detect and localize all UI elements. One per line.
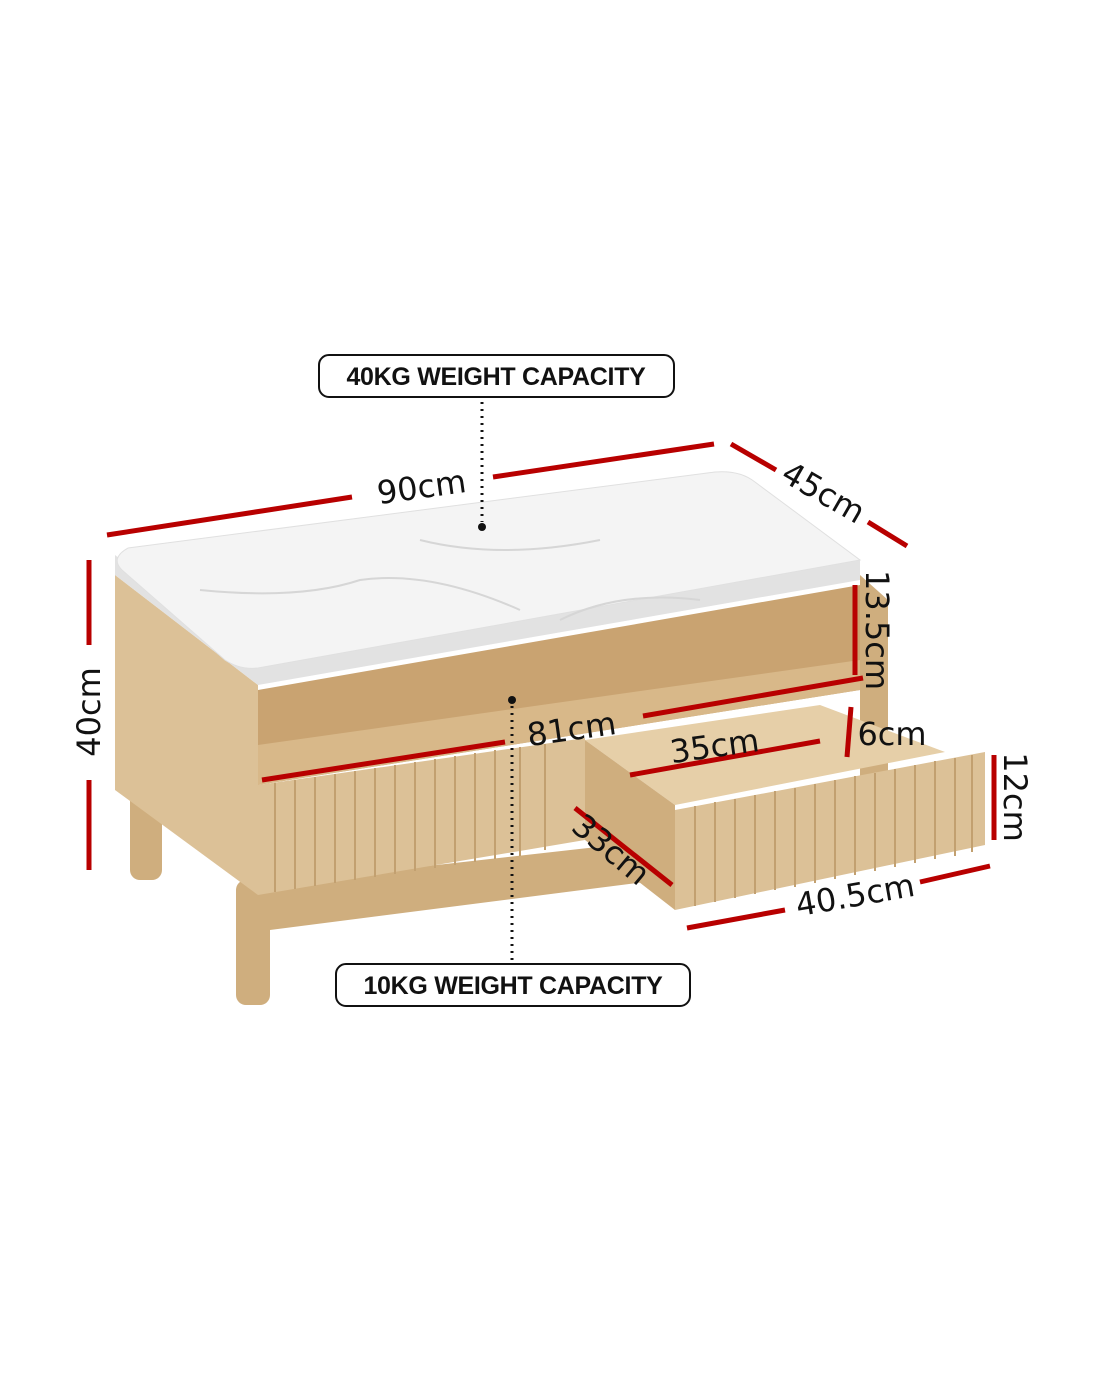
svg-text:12cm: 12cm xyxy=(996,752,1034,841)
drawer-capacity-label: 10KG WEIGHT CAPACITY xyxy=(363,972,663,1000)
base-rail xyxy=(258,840,660,930)
svg-text:40cm: 40cm xyxy=(70,667,108,756)
top-capacity-label: 40KG WEIGHT CAPACITY xyxy=(346,363,646,391)
coffee-table-illustration xyxy=(115,471,985,1005)
dimension-shelf-height: 13.5cm xyxy=(852,570,896,690)
dimension-drawer-inner-height: 6cm xyxy=(844,706,927,758)
drawer-front-open xyxy=(675,752,985,910)
dimension-height: 40cm xyxy=(70,560,108,870)
side-panel xyxy=(115,575,258,895)
drawer-interior xyxy=(585,705,945,805)
dimension-drawer-front-height: 12cm xyxy=(991,752,1034,842)
svg-text:90cm: 90cm xyxy=(375,462,469,512)
svg-text:6cm: 6cm xyxy=(857,715,926,753)
drawer-capacity-callout: 10KG WEIGHT CAPACITY xyxy=(335,696,691,1007)
top-capacity-callout: 40KG WEIGHT CAPACITY xyxy=(318,354,675,531)
leg-front-left xyxy=(236,880,270,1005)
marble-top xyxy=(116,471,862,669)
svg-text:13.5cm: 13.5cm xyxy=(858,570,896,690)
drawer-front-closed xyxy=(258,738,585,895)
